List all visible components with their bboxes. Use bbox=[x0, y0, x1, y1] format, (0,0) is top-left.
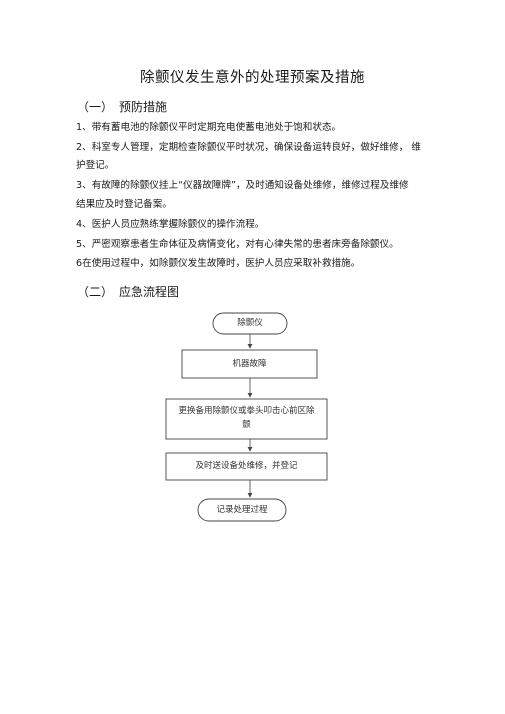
measure-line: 5、严密观察患者生命体征及病情变化，对有心律失常的患者床旁备除颤仪。 bbox=[76, 239, 399, 250]
measure-line: 6在使用过程中，如除颤仪发生故障时，医护人员应采取补救措施。 bbox=[76, 258, 361, 269]
section-prevention-heading: （一） 预防措施 bbox=[77, 98, 167, 115]
measure-line: 3、有故障的除颤仪挂上“仪器故障牌”，及时通知设备处维修，维修过程及维修 bbox=[76, 180, 409, 191]
section-number: （一） bbox=[77, 100, 114, 114]
document-title: 除颤仪发生意外的处理预案及措施 bbox=[140, 70, 365, 86]
section-title: 应急流程图 bbox=[119, 285, 180, 299]
measure-line: 2、科室专人管理，定期检查除颤仪平时状况，确保设备运转良好，做好维修， 维 bbox=[76, 142, 421, 153]
flow-step-node bbox=[165, 452, 328, 481]
flow-end-label: 记录处理过程 bbox=[216, 505, 268, 515]
flow-step-node bbox=[181, 349, 318, 379]
measure-line: 护登记。 bbox=[76, 160, 115, 171]
section-number: （二） bbox=[77, 285, 114, 299]
section-flowchart-heading: （二） 应急流程图 bbox=[77, 283, 179, 300]
measure-line: 结果应及时登记备案。 bbox=[76, 199, 172, 210]
flow-step-label: 机器故障 bbox=[232, 359, 267, 369]
measure-line: 4、医护人员应熟练掌握除颤仪的操作流程。 bbox=[76, 219, 265, 230]
flow-step-label: 及时送设备处维修，并登记 bbox=[195, 461, 298, 471]
measure-line: 1、带有蓄电池的除颤仪平时定期充电使蓄电池处于饱和状态。 bbox=[76, 122, 342, 133]
flow-end-node bbox=[197, 498, 287, 522]
section-title: 预防措施 bbox=[119, 100, 168, 114]
flow-step-label: 颤 bbox=[242, 420, 251, 430]
flow-start-label: 除颤仪 bbox=[237, 318, 263, 328]
flow-step-node bbox=[165, 398, 328, 440]
flow-step-label: 更换备用除颤仪或拳头叩击心前区除 bbox=[178, 406, 315, 416]
